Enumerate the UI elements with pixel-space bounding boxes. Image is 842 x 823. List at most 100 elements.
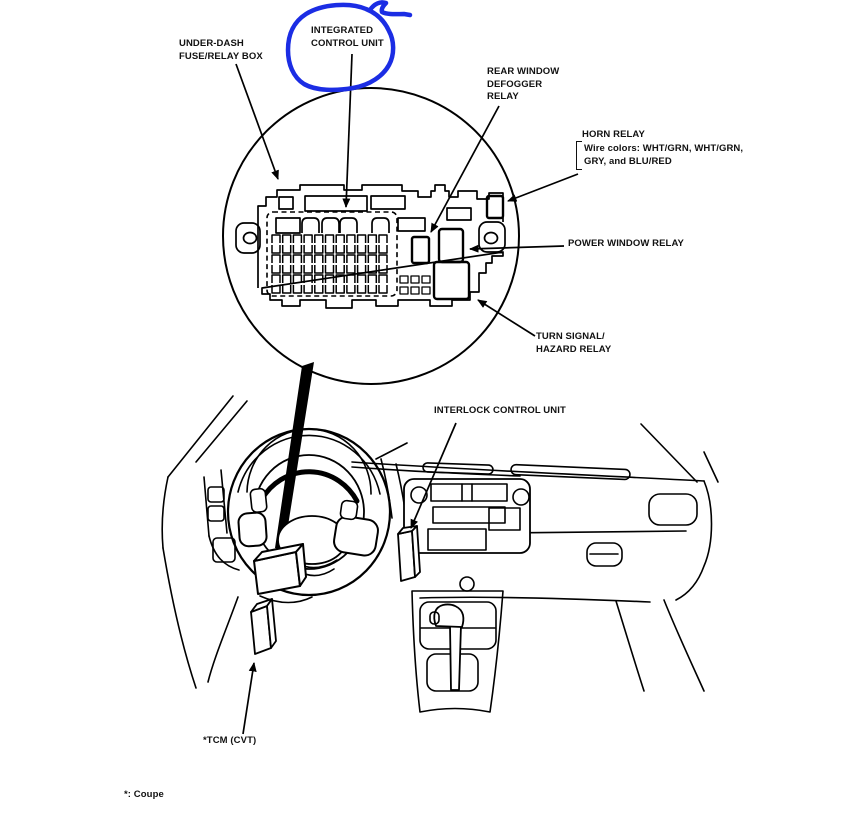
magnifier-circle (222, 87, 520, 385)
connector-inner-right (397, 217, 426, 232)
label-turn-signal-hazard-relay: TURN SIGNAL/ HAZARD RELAY (536, 331, 612, 355)
fuse-slot (303, 274, 313, 283)
tcm-box (250, 598, 277, 655)
dash-switch (207, 486, 225, 503)
wheel-button-left (249, 487, 268, 513)
fuse-box-outline (257, 184, 504, 309)
left-a-pillar-inner (195, 400, 248, 463)
fuse-slot (314, 285, 324, 294)
leader-under-dash (235, 63, 279, 180)
center-stack (403, 478, 531, 554)
stack-top-slot (430, 483, 508, 502)
fuse-slot (271, 234, 281, 243)
fuse-slot (324, 245, 335, 254)
dash-left-lower (208, 535, 240, 571)
console-leg-left (615, 600, 645, 692)
fuse-slot (367, 254, 378, 263)
fuse-slot (314, 265, 324, 274)
fuse-slot (324, 234, 335, 243)
dash-top-edge (351, 461, 705, 482)
fuse-slot (356, 265, 367, 274)
right-a-pillar-inner (703, 451, 719, 483)
fuse-slot (314, 234, 324, 243)
dash-lower-edge (419, 596, 651, 603)
label-rear-window-defogger-relay: REAR WINDOW DEFOGGER RELAY (487, 66, 560, 102)
fuse-slot (367, 234, 378, 243)
turn-signal-relay-part (432, 260, 471, 301)
fuse-slot (346, 265, 356, 274)
radio-slot (432, 506, 506, 524)
fuse-holder-arch (371, 217, 390, 233)
fuse-slot (346, 254, 356, 263)
fuse-slot (303, 265, 313, 274)
heater-panel (427, 528, 487, 551)
label-tcm: *TCM (CVT) (203, 735, 257, 746)
interlock-control-unit-box (397, 525, 421, 582)
highlight-annotation (285, 0, 413, 93)
fuse-slot (271, 254, 281, 263)
leader-power-window (469, 244, 565, 253)
dash-switch-large (212, 537, 236, 563)
left-a-pillar (167, 395, 234, 478)
fuse-slot (314, 245, 324, 254)
right-a-pillar (640, 423, 698, 483)
freehand-circle (285, 2, 396, 93)
fuse-slot (356, 234, 367, 243)
right-mount-hole (483, 231, 499, 245)
dashboard-scene (161, 395, 719, 713)
fuse-holder-arch (321, 217, 340, 233)
fuse-slot (378, 265, 388, 274)
fuse-slot (356, 254, 367, 263)
connector-wide-left (304, 195, 368, 212)
fuse-slot (335, 274, 345, 283)
fuse-slot (346, 234, 356, 243)
fuse-slot (314, 274, 324, 283)
knee-panel-line (207, 596, 239, 683)
fuse-slot (346, 285, 356, 294)
fuse-slot (281, 285, 292, 294)
fuse-slot (271, 265, 281, 274)
fuse-slot (335, 254, 345, 263)
fuse-slot (281, 254, 292, 263)
fuse-slot (281, 245, 292, 254)
fuse-grid (271, 234, 388, 294)
shift-knob-button (429, 611, 440, 625)
fuse-slot (378, 285, 388, 294)
fuse-slot (356, 285, 367, 294)
fuse-slot (356, 245, 367, 254)
fuse-relay-box (235, 184, 506, 309)
connector-wide-right (370, 195, 406, 210)
fuse-slot (367, 245, 378, 254)
leader-defogger (430, 105, 500, 233)
fuse-slot (303, 285, 313, 294)
label-under-dash-fuse-relay-box: UNDER-DASH FUSE/RELAY BOX (179, 38, 263, 62)
fuse-slot (378, 254, 388, 263)
connector-right (446, 207, 472, 221)
leader-interlock (410, 422, 457, 529)
horn-relay-part (485, 194, 505, 220)
leader-turn-signal (477, 299, 536, 337)
fuse-slot (303, 234, 313, 243)
fuse-slot (356, 274, 367, 283)
defroster-vent-right (510, 463, 631, 481)
defogger-relay-part (410, 235, 431, 265)
connector-small (278, 196, 294, 210)
fuse-slot (367, 265, 378, 274)
fuse-slot (281, 274, 292, 283)
fuse-slot (346, 245, 356, 254)
left-body-line (162, 547, 197, 689)
label-horn-relay: HORN RELAY (582, 129, 645, 140)
passenger-vent (648, 493, 698, 526)
fuse-slot (378, 245, 388, 254)
fuse-holder-wide (275, 217, 301, 234)
left-mount-tab (235, 222, 261, 254)
wheel-button-right (339, 499, 359, 521)
stack-small-panel (488, 507, 521, 531)
leader-integrated (342, 53, 353, 208)
fuse-slot (281, 265, 292, 274)
cluster-hood-edge (375, 442, 408, 460)
under-dash-box (253, 543, 307, 595)
fuse-slot (324, 265, 335, 274)
